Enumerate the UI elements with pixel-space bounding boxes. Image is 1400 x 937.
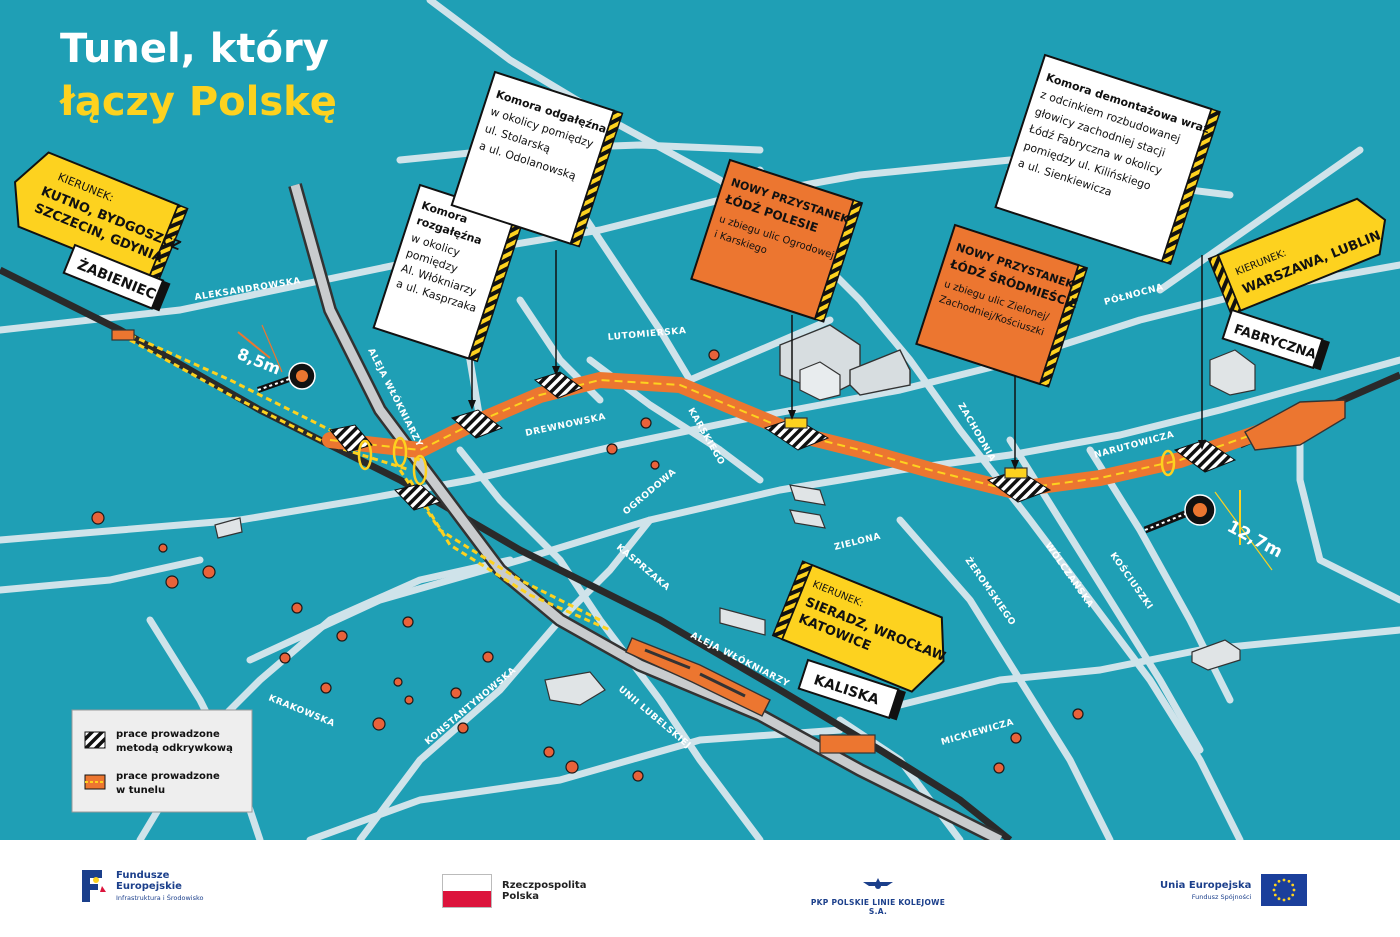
legend-tunnel-line1: prace prowadzone (116, 771, 220, 782)
legend-open-pit-line2: metodą odkrywkową (116, 743, 233, 754)
station-zabieniec-marker (111, 329, 135, 341)
unia-europejska-logo: Unia Europejska Fundusz Spójności (1160, 874, 1308, 906)
pkp-wings-icon (863, 878, 893, 889)
tbm-west (257, 362, 316, 393)
legend-open-pit-line1: prace prowadzone (116, 729, 220, 740)
rp-line1: Rzeczpospolita (502, 880, 587, 891)
rp-line2: Polska (502, 891, 539, 902)
open-pit-sites (329, 371, 1237, 511)
polish-flag-icon (442, 874, 492, 908)
rzeczpospolita-logo: Rzeczpospolita Polska (442, 874, 586, 908)
callout-komora-rozgalezna: Komora rozgałęźna w okolicy pomiędzy Al.… (372, 183, 525, 410)
station-polesie-marker (784, 417, 808, 429)
legend: prace prowadzone metodą odkrywkową prace… (71, 709, 253, 813)
pkp-plk-logo: PKP POLSKIE LINIE KOLEJOWE S.A. (808, 876, 948, 916)
ue-title: Unia Europejska (1160, 879, 1252, 891)
trees (91, 349, 1084, 782)
legend-tunnel-line2: w tunelu (116, 785, 165, 796)
title-line2: łączy Polskę (59, 79, 337, 125)
railway-line (0, 266, 1013, 840)
fe-title-line2: Europejskie (116, 881, 182, 892)
footer: Fundusze Europejskie Infrastruktura i Śr… (0, 840, 1400, 937)
train (625, 637, 771, 717)
callout-przystanek-polesie: NOWY PRZYSTANEK ŁÓDŹ POLESIE u zbiegu ul… (690, 158, 864, 420)
fundusze-europejskie-icon (82, 870, 106, 902)
callout-komora-demontazowa: Komora demontażowa wraz z odcinkiem rozb… (994, 53, 1221, 450)
tbm-east (1143, 494, 1216, 534)
ue-subtitle: Fundusz Spójności (1191, 892, 1252, 901)
pkp-text: PKP POLSKIE LINIE KOLEJOWE S.A. (810, 898, 946, 916)
station-kaliska-marker (819, 734, 876, 754)
tunnel-rings (357, 436, 1176, 486)
callout-komora-odgalezna: Komora odgałęźna w okolicy pomiędzy ul. … (450, 70, 624, 376)
fundusze-europejskie-logo: Fundusze Europejskie Infrastruktura i Śr… (82, 870, 204, 902)
callout-przystanek-srodmiescie: NOWY PRZYSTANEK ŁÓDŹ ŚRÓDMIEŚCIE u zbieg… (915, 223, 1089, 470)
station-label-zabieniec: ŻABIENIEC (62, 243, 171, 312)
buildings (214, 324, 1256, 706)
fe-title-line1: Fundusze (116, 870, 170, 881)
legend-open-pit-swatch (84, 731, 106, 749)
title-line1: Tunel, który (60, 26, 329, 72)
eu-flag-icon (1261, 874, 1308, 906)
station-srodmiescie-marker (1004, 467, 1028, 479)
fe-subtitle: Infrastruktura i Środowisko (116, 894, 204, 902)
tunnel-west (129, 333, 611, 632)
map: ALEKSANDROWSKA LUTOMIERSKA PÓŁNOCNA DREW… (0, 0, 1400, 840)
direction-warszawa: KIERUNEK: WARSZAWA, LUBLIN (1207, 197, 1387, 316)
station-fabryczna-building (1244, 399, 1346, 451)
